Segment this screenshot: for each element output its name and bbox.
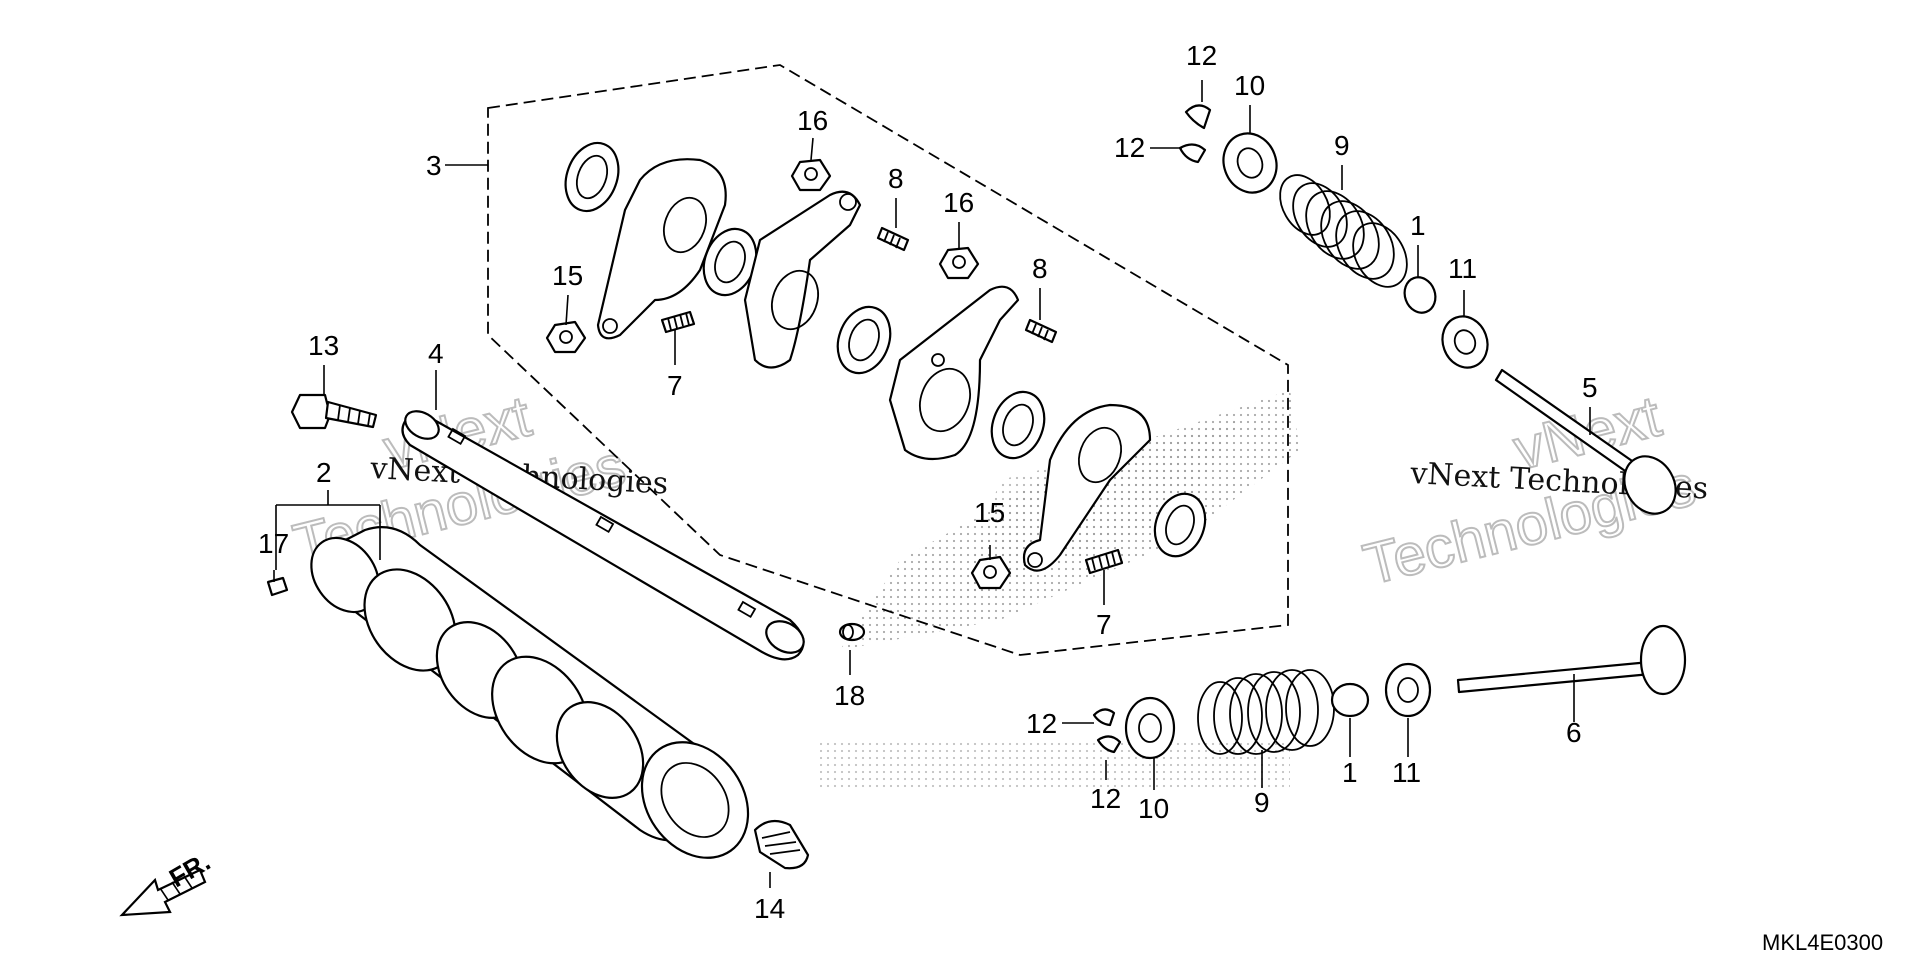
- valve-cotter: [1096, 735, 1122, 754]
- nut-16a: [790, 158, 832, 192]
- rocker-arm-group: [545, 141, 1207, 590]
- adjusting-screw-7a: [660, 310, 696, 334]
- callout-9b: 9: [1254, 787, 1270, 818]
- nut-16b: [938, 246, 980, 280]
- stem-seal: [1403, 276, 1437, 314]
- rocker-arm-1: [596, 158, 727, 340]
- valve-spring: [1197, 669, 1335, 755]
- dowel-pin-17: [266, 576, 289, 597]
- callout-12b: 12: [1114, 132, 1145, 163]
- callout-1b: 1: [1342, 757, 1358, 788]
- callout-3: 3: [426, 150, 442, 181]
- washer: [564, 141, 620, 213]
- callout-12c: 12: [1026, 708, 1057, 739]
- callout-4: 4: [428, 338, 444, 369]
- rocker-assembly-boundary: [487, 64, 1289, 656]
- callout-10a: 10: [1234, 70, 1265, 101]
- callout-7a: 7: [667, 370, 683, 401]
- bolt-8a: [876, 226, 910, 252]
- callout-14: 14: [754, 893, 785, 924]
- callout-12a: 12: [1186, 40, 1217, 71]
- intake-valve: [1494, 368, 1677, 515]
- callout-8b: 8: [1032, 253, 1048, 284]
- callout-9a: 9: [1334, 130, 1350, 161]
- leader-lines: [273, 80, 1591, 888]
- dowel-pin-18: [838, 622, 866, 642]
- camshaft: [310, 526, 750, 859]
- plug-bolt-14: [753, 819, 810, 870]
- callout-10b: 10: [1138, 793, 1169, 824]
- callout-11b: 11: [1392, 757, 1421, 788]
- lock-nut-15a: [545, 320, 587, 354]
- valve-cotter: [1178, 143, 1207, 164]
- intake-valve-group: [1178, 104, 1677, 515]
- callout-8a: 8: [888, 163, 904, 194]
- callout-11a: 11: [1448, 253, 1477, 284]
- spring-retainer: [1124, 696, 1176, 760]
- valve-spring: [1279, 174, 1408, 288]
- callout-15a: 15: [552, 260, 583, 291]
- callout-17: 17: [258, 528, 289, 559]
- rocker-arm-4: [1022, 403, 1152, 572]
- bolt-8b: [1024, 318, 1058, 344]
- bolt-13: [290, 393, 378, 430]
- callout-18: 18: [834, 680, 865, 711]
- washer: [1153, 492, 1207, 558]
- callout-2: 2: [316, 457, 332, 488]
- washer: [836, 305, 892, 375]
- washer: [990, 390, 1046, 460]
- callout-labels: 3 13 4 2 17 15 7 16 8 16 8 15 7 12 12 10…: [258, 40, 1598, 924]
- diagram-code: MKL4E0300: [1762, 930, 1883, 955]
- spring-retainer: [1222, 132, 1278, 194]
- exhaust-valve: [1456, 624, 1687, 696]
- callout-16b: 16: [943, 187, 974, 218]
- rocker-shaft: [401, 410, 805, 661]
- valve-cotter: [1092, 708, 1116, 727]
- adjusting-screw-7b: [1084, 548, 1124, 575]
- callout-7b: 7: [1096, 609, 1112, 640]
- valve-cotter: [1184, 104, 1212, 130]
- callout-15b: 15: [974, 497, 1005, 528]
- stem-seal: [1330, 682, 1370, 718]
- rocker-arm-2: [743, 190, 862, 369]
- callout-1a: 1: [1410, 210, 1426, 241]
- callout-5: 5: [1582, 372, 1598, 403]
- callout-16a: 16: [797, 105, 828, 136]
- spring-seat: [1441, 315, 1489, 369]
- front-direction-indicator: FR.: [119, 846, 215, 917]
- callout-6: 6: [1566, 717, 1582, 748]
- exhaust-valve-group: [1092, 624, 1687, 760]
- callout-13: 13: [308, 330, 339, 361]
- spring-seat: [1384, 662, 1432, 718]
- lock-nut-15b: [970, 555, 1012, 590]
- callout-12d: 12: [1090, 783, 1121, 814]
